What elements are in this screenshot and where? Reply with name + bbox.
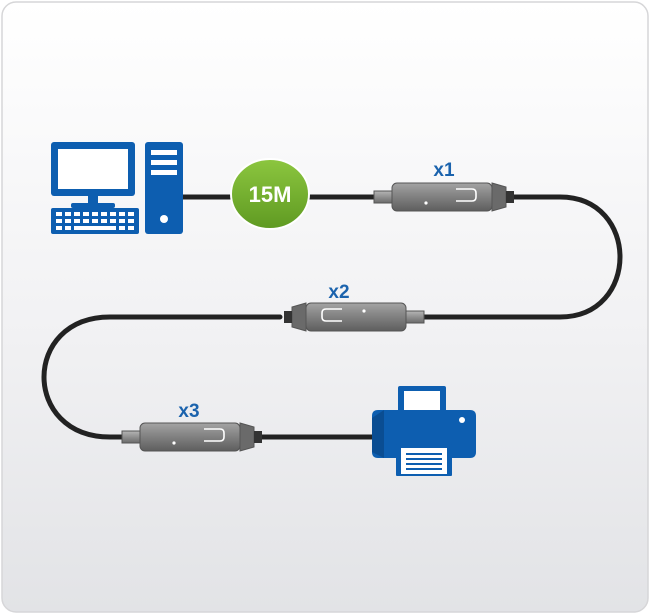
printer-icon — [372, 386, 476, 476]
cable-length-text: 15M — [249, 182, 292, 207]
extender-3-label: x3 — [178, 401, 199, 422]
extender-2-label: x2 — [328, 282, 349, 303]
desktop-computer-icon — [51, 142, 183, 234]
extender-3 — [121, 422, 262, 452]
cable-length-badge: 15M — [230, 158, 310, 230]
extender-2 — [284, 302, 425, 332]
extender-1 — [373, 182, 514, 212]
extender-1-label: x1 — [433, 160, 455, 181]
